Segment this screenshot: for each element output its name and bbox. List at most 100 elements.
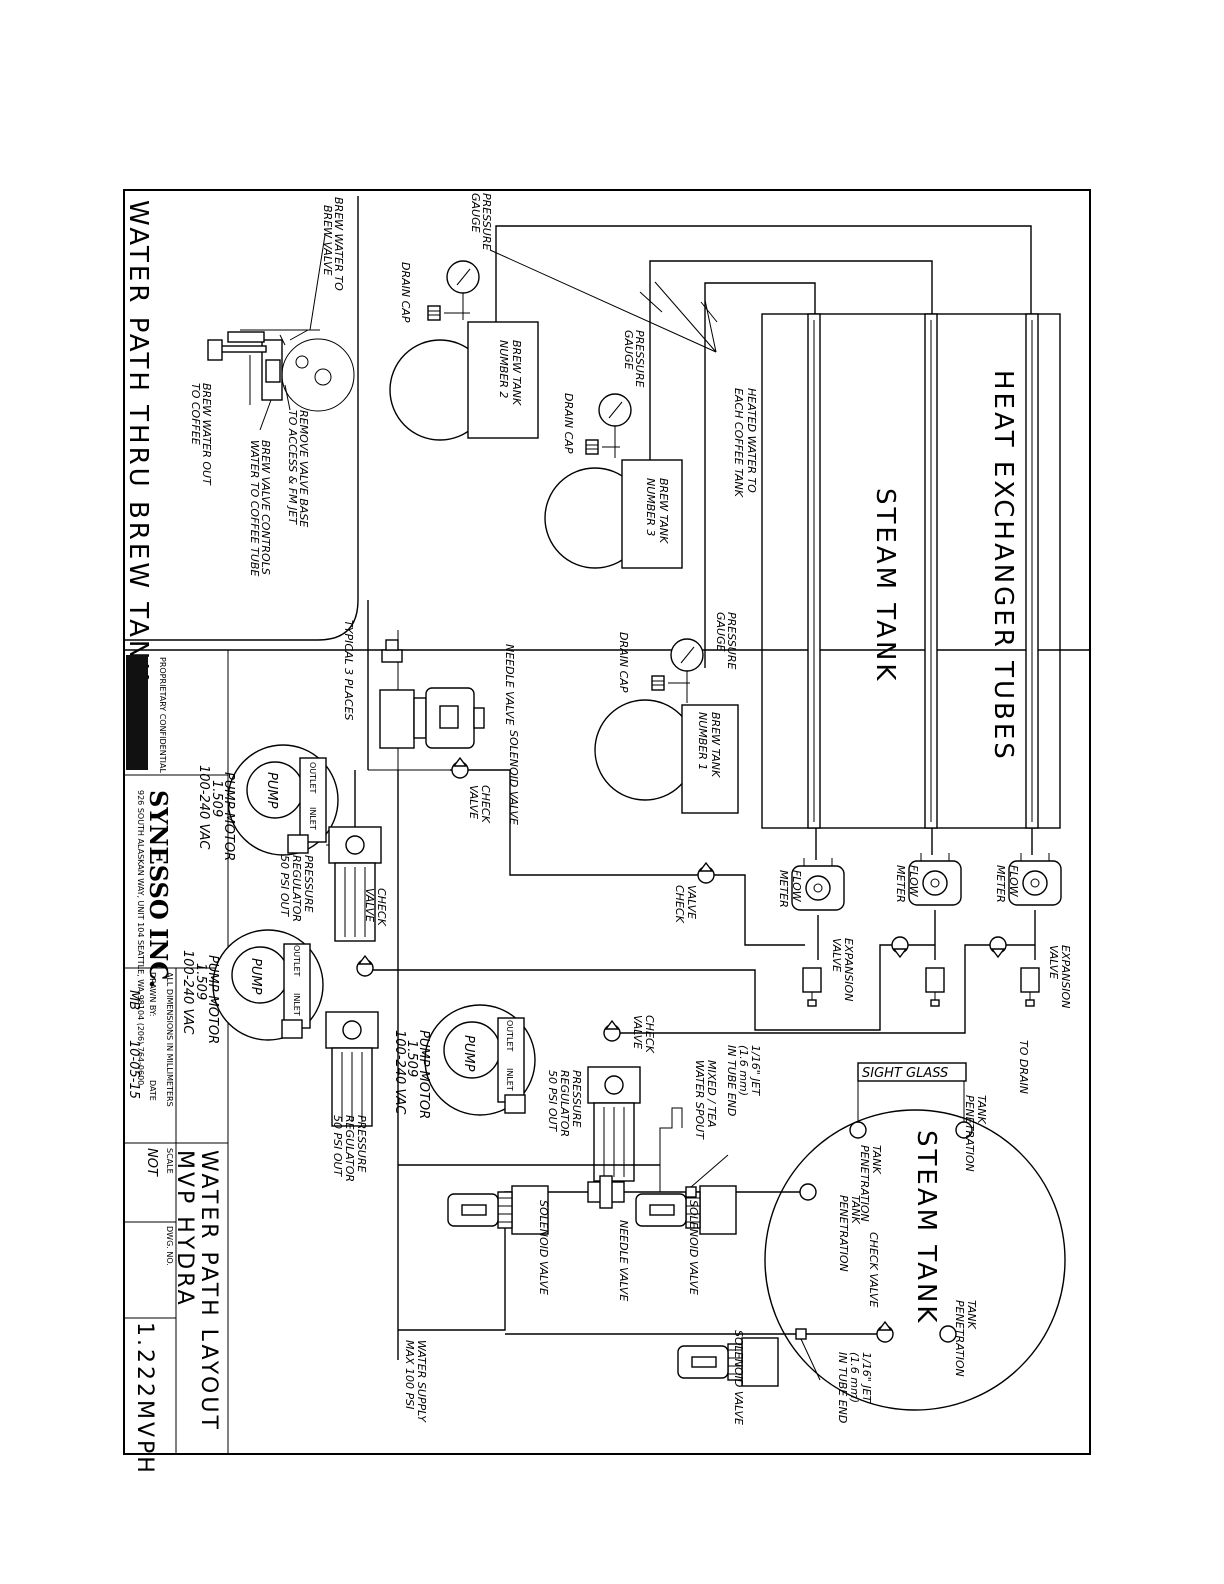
svg-text:1.509: 1.509 [209,780,224,817]
svg-text:GAUGE: GAUGE [469,193,482,233]
svg-text:EXPANSION: EXPANSION [1059,945,1072,1008]
svg-text:OUTLET: OUTLET [505,1020,514,1052]
svg-text:PUMP: PUMP [264,772,279,809]
check-valve-upper: CHECK VALVE VALVE CHECK [450,757,805,946]
svg-text:INLET: INLET [505,1068,514,1091]
svg-text:TO ACCESS & FM JET: TO ACCESS & FM JET [286,410,299,525]
drawn-by: MB [126,990,141,1010]
svg-text:GAUGE: GAUGE [622,330,635,370]
brew-tank-3: BREW TANK NUMBER 3 PRESSURE GAUGE DRAIN … [544,330,758,569]
svg-text:DRAIN CAP: DRAIN CAP [562,393,575,454]
svg-text:FLOW: FLOW [907,865,920,898]
svg-text:PUMP: PUMP [248,958,263,995]
svg-text:100-240 VAC: 100-240 VAC [180,950,195,1035]
svg-text:TO COFFEE: TO COFFEE [189,383,202,445]
svg-text:1/16" JET: 1/16" JET [860,1352,873,1403]
svg-text:1.509: 1.509 [193,963,208,1000]
heat-exchanger-label: HEAT EXCHANGER TUBES [988,370,1018,762]
svg-text:SOLENOID VALVE: SOLENOID VALVE [687,1200,700,1295]
svg-text:50 PSI OUT: 50 PSI OUT [546,1070,559,1133]
flow-meters: FLOW METER FLOW METER FLOW METER EXPANSI… [777,828,1072,1094]
svg-text:GAUGE: GAUGE [714,612,727,652]
svg-text:TANK: TANK [849,1195,862,1224]
svg-text:NUMBER 2: NUMBER 2 [497,340,510,398]
svg-text:926 SOUTH ALASKAN WAY, UNIT 10: 926 SOUTH ALASKAN WAY, UNIT 104 SEATTLE,… [136,790,145,1085]
svg-text:PENETRATION: PENETRATION [837,1195,850,1272]
svg-text:ALL DIMENSIONS IN MILLIMETERS: ALL DIMENSIONS IN MILLIMETERS [165,972,174,1107]
svg-text:1/16" JET: 1/16" JET [749,1045,762,1096]
lower-valves: SOLENOID VALVE NEEDLE VALVE SOLENOID VAL… [398,1045,877,1425]
svg-text:VALVE: VALVE [1047,945,1060,979]
svg-text:(1.6 mm): (1.6 mm) [848,1352,861,1403]
svg-text:PROPRIETARY CONFIDENTIAL: PROPRIETARY CONFIDENTIAL [158,657,167,773]
svg-text:PRESSURE: PRESSURE [725,612,738,669]
svg-text:VALVE: VALVE [685,885,698,919]
svg-text:METER: METER [894,865,907,903]
svg-text:TO DRAIN: TO DRAIN [1017,1040,1030,1094]
svg-text:SCALE: SCALE [165,1148,174,1174]
svg-text:NEEDLE VALVE: NEEDLE VALVE [617,1220,630,1301]
svg-text:MAX 100 PSI: MAX 100 PSI [403,1340,416,1409]
svg-text:VALVE: VALVE [631,1015,644,1049]
svg-text:WATER TO COFFEE TUBE: WATER TO COFFEE TUBE [248,440,261,576]
inset-labels: BREW WATER TO BREW VALVE BREW WATER OUT … [189,197,345,576]
svg-text:REGULATOR: REGULATOR [558,1070,571,1137]
svg-text:50 PSI OUT: 50 PSI OUT [278,855,291,918]
svg-text:100-240 VAC: 100-240 VAC [196,765,211,850]
svg-text:INLET: INLET [308,807,317,830]
svg-text:PUMP MOTOR: PUMP MOTOR [205,955,220,1044]
svg-text:STEAM TANK: STEAM TANK [911,1130,941,1325]
needle-solenoid-upper: NEEDLE VALVE SOLENOID VALVE TYPICAL 3 PL… [342,600,520,825]
svg-text:VALVE: VALVE [467,785,480,819]
svg-text:BREW WATER OUT: BREW WATER OUT [200,383,213,486]
svg-text:TANK: TANK [975,1095,988,1124]
svg-text:DRAWN BY:: DRAWN BY: [148,972,157,1016]
svg-text:METER: METER [777,870,790,908]
svg-text:1.509: 1.509 [404,1040,419,1077]
svg-text:CHECK: CHECK [375,888,388,927]
drawing-title: WATER PATH LAYOUT [196,1150,221,1432]
svg-text:VALVE: VALVE [363,888,376,922]
svg-text:PENETRATION: PENETRATION [858,1145,871,1222]
pressure-regulator-1: PRESSURE REGULATOR 50 PSI OUT [278,770,399,1360]
svg-text:EACH COFFEE TANK: EACH COFFEE TANK [732,388,745,498]
svg-text:PRESSURE: PRESSURE [355,1115,368,1172]
svg-text:BREW TANK: BREW TANK [709,712,722,778]
svg-text:MIXED / TEA: MIXED / TEA [705,1060,718,1128]
svg-text:NUMBER 3: NUMBER 3 [644,478,657,536]
drawing-subtitle: MVP HYDRA [172,1150,197,1308]
svg-text:50 PSI OUT: 50 PSI OUT [331,1115,344,1178]
svg-text:TYPICAL 3 PLACES: TYPICAL 3 PLACES [342,620,355,721]
svg-text:OUTLET: OUTLET [292,945,301,977]
svg-text:PRESSURE: PRESSURE [302,855,315,912]
svg-text:PENETRATION: PENETRATION [963,1095,976,1172]
pump-motor-3: PUMP OUTLET INLET PUMP MOTOR 1.509 100-2… [392,1004,660,1182]
brew-tank-2: BREW TANK NUMBER 2 PRESSURE GAUGE DRAIN … [389,193,539,441]
svg-text:NUMBER 1: NUMBER 1 [696,712,709,770]
svg-text:NEEDLE VALVE: NEEDLE VALVE [503,644,516,725]
svg-text:HEATED WATER TO: HEATED WATER TO [745,388,758,493]
svg-text:CHECK VALVE: CHECK VALVE [867,1232,880,1307]
steam-tank-label: STEAM TANK [870,488,900,683]
inset-brew-tank-sketch [207,234,355,431]
svg-text:SYNESSO INC.: SYNESSO INC. [144,790,173,988]
svg-text:PUMP MOTOR: PUMP MOTOR [221,772,236,861]
svg-text:DRAIN CAP: DRAIN CAP [617,632,630,693]
drawing-scale: NOT [144,1148,159,1177]
svg-text:IN TUBE END: IN TUBE END [725,1045,738,1116]
svg-text:OUTLET: OUTLET [308,762,317,794]
svg-text:BREW TANK: BREW TANK [657,478,670,544]
svg-text:METER: METER [994,865,1007,903]
svg-text:SOLENOID VALVE: SOLENOID VALVE [507,730,520,825]
svg-text:BREW TANK: BREW TANK [510,340,523,406]
svg-text:REGULATOR: REGULATOR [343,1115,356,1182]
svg-text:DWG. NO.: DWG. NO. [165,1226,174,1266]
svg-text:DRAIN CAP: DRAIN CAP [399,262,412,323]
svg-text:DATE: DATE [148,1080,157,1101]
svg-text:EXPANSION: EXPANSION [842,938,855,1001]
hot-water-piping [489,225,1032,668]
svg-text:SIGHT GLASS: SIGHT GLASS [862,1066,948,1081]
svg-text:FLOW: FLOW [790,870,803,903]
svg-text:SOLENOID VALVE: SOLENOID VALVE [732,1330,745,1425]
